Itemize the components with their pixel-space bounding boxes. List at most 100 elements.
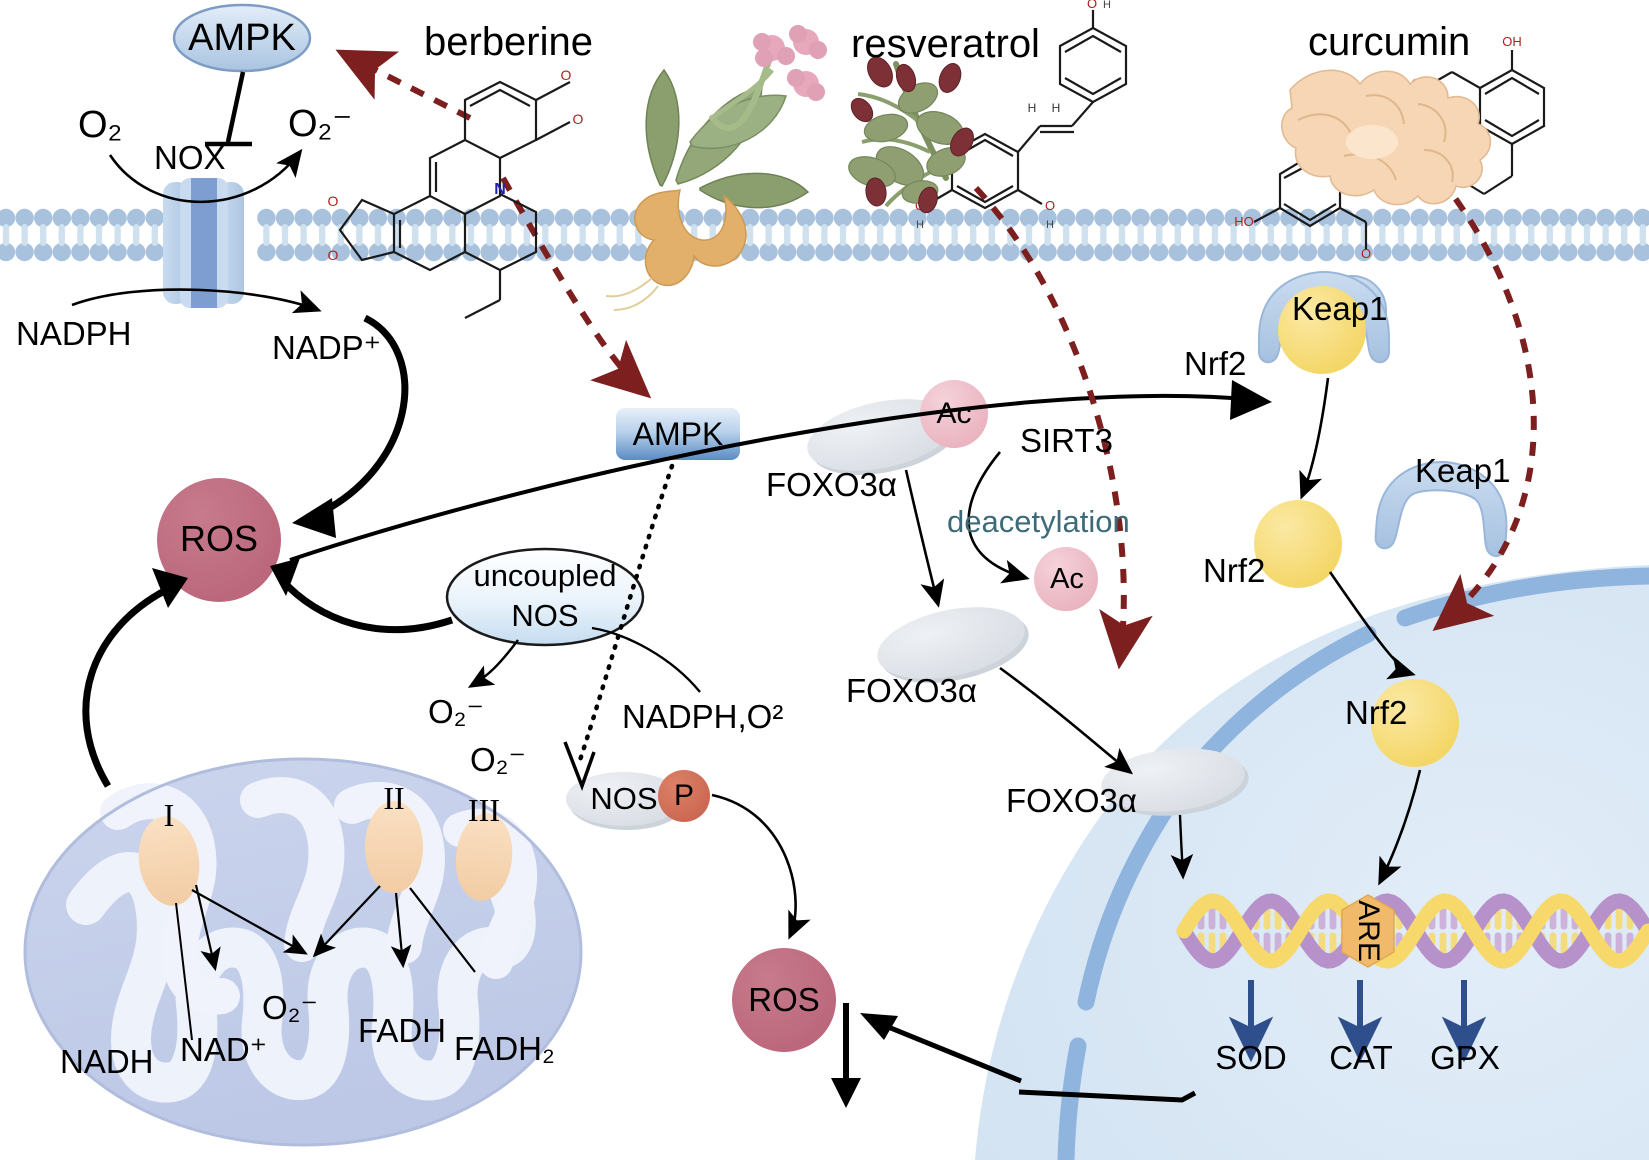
arrow-antioxidants-reduce-ros	[860, 1013, 1197, 1103]
svg-text:O: O	[1361, 246, 1371, 261]
arrow-ampk-phosphorylates-nos	[563, 463, 675, 792]
svg-text:O: O	[328, 247, 339, 263]
node-nadp-plus: NADP⁺	[272, 329, 382, 366]
arrow-nadph-to-nadp	[71, 288, 322, 314]
nrf2-free-shape	[1254, 500, 1342, 588]
svg-text:N: N	[494, 181, 506, 198]
svg-text:O: O	[1087, 0, 1097, 11]
arrow-curcumin-to-nucleus	[1432, 176, 1537, 632]
arrow-nrf2-dissociates	[1299, 377, 1330, 500]
node-superoxide-mito: O₂⁻	[262, 989, 318, 1026]
node-ros-reduced: ROS	[748, 981, 820, 1018]
complex-ii-shape	[365, 801, 423, 893]
node-nrf2-nuclear: Nrf2	[1345, 694, 1408, 731]
node-foxo3a-acetylated: FOXO3α	[766, 466, 897, 503]
node-uncoupled-nos-label: NOS	[511, 598, 579, 633]
node-phospho: P	[673, 779, 694, 812]
node-fadh2: FADH₂	[454, 1030, 555, 1067]
ac-bound-shape	[920, 380, 988, 448]
arrow-uncoupled-nos-to-ros	[270, 558, 454, 634]
are-element	[1341, 894, 1395, 968]
arrow-berberine-activates-ampk-mid	[500, 176, 652, 399]
berberine-atom-labels: O O O O N	[328, 67, 584, 263]
arrow-ros-to-keap1-nrf2	[289, 380, 1272, 562]
svg-text:H: H	[1052, 101, 1061, 115]
svg-text:H: H	[916, 219, 924, 231]
node-nadph: NADPH	[16, 315, 132, 352]
node-nos: NOS	[590, 781, 658, 816]
ampk-mid-shape	[616, 408, 740, 460]
resveratrol-plant-illustration	[848, 56, 974, 214]
node-superoxide-mito-out: O₂⁻	[470, 741, 526, 778]
node-complex-iii: III	[468, 791, 500, 828]
arrow-mitochondria-to-ros	[82, 568, 188, 788]
ampk-top-shape	[172, 3, 312, 73]
svg-text:H: H	[1046, 219, 1054, 231]
compound-label-curcumin: curcumin	[1308, 20, 1471, 64]
node-fadh: FADH	[358, 1012, 447, 1049]
svg-text:H: H	[1103, 0, 1111, 11]
arrow-nrf2-binds-are	[1378, 769, 1422, 886]
compound-label-resveratrol: resveratrol	[851, 22, 1040, 66]
arrow-resveratrol-to-foxo3a	[973, 185, 1153, 670]
arrow-nos-to-superoxide	[467, 639, 519, 688]
arrow-sirt3-deacetylation	[967, 451, 1030, 584]
node-nrf2-bound: Nrf2	[1184, 345, 1247, 382]
ros-cytosolic-shape	[157, 478, 281, 602]
node-complex-ii: II	[383, 779, 405, 816]
complex-iii-shape	[455, 813, 513, 901]
nrf2-nuclear-shape	[1371, 679, 1459, 767]
arrow-nosp-to-ros	[711, 793, 811, 940]
node-ampk-top: AMPK	[188, 16, 296, 59]
svg-text:OH: OH	[1502, 34, 1522, 49]
node-keap1-bound: Keap1	[1292, 290, 1388, 327]
node-nadh: NADH	[60, 1043, 154, 1080]
arrow-foxo-to-dna	[1170, 814, 1194, 880]
keap1-free-shape	[1374, 460, 1508, 558]
plasma-membrane	[0, 208, 1649, 262]
node-gpx: GPX	[1430, 1039, 1500, 1076]
arrow-gene-expression	[1228, 980, 1487, 1063]
node-keap1-free: Keap1	[1415, 452, 1511, 489]
svg-text:HO: HO	[1234, 214, 1254, 229]
svg-text:O: O	[561, 67, 572, 83]
svg-text:O: O	[328, 193, 339, 209]
node-complex-i: I	[163, 796, 175, 833]
node-are: ARE	[1352, 900, 1385, 962]
arrow-ampk-inhibits-nox	[205, 71, 252, 147]
complex-i-shape	[138, 816, 200, 906]
berberine-structure	[338, 80, 571, 319]
curcumin-turmeric-illustration	[1281, 69, 1492, 206]
arrow-berberine-activates-ampk-top	[335, 49, 472, 121]
nos-phospho-shape	[566, 770, 710, 830]
arrow-nox-to-ros	[308, 314, 409, 522]
ros-reduced-shape	[732, 948, 836, 1052]
uncoupled-nos-shape	[445, 547, 645, 647]
foxo3a-deacetylated-shape	[877, 607, 1029, 683]
berberine-plant-illustration	[605, 25, 827, 311]
node-ac-bound: Ac	[936, 397, 972, 430]
svg-text:O: O	[1045, 198, 1055, 213]
node-deacetylation: deacetylation	[947, 504, 1130, 539]
node-ampk-mid: AMPK	[632, 415, 724, 452]
arrow-nadph-into-nos	[591, 626, 701, 693]
resveratrol-structure	[927, 10, 1128, 210]
node-foxo3a-deacetylated: FOXO3α	[846, 672, 977, 709]
node-nox: NOX	[154, 139, 226, 176]
node-o2: O₂	[78, 104, 123, 146]
node-sod: SOD	[1215, 1039, 1287, 1076]
node-foxo3a-nuclear: FOXO3α	[1006, 782, 1137, 819]
compound-label-berberine: berberine	[424, 20, 594, 64]
foxo3a-nuclear-shape	[1101, 748, 1249, 816]
node-cat: CAT	[1329, 1039, 1393, 1076]
node-superoxide-top: O₂⁻	[288, 103, 353, 145]
compound-action-arrows	[335, 49, 1537, 670]
arrow-o2-to-superoxide	[108, 148, 303, 204]
nox-channel	[163, 178, 244, 308]
node-nrf2-free: Nrf2	[1203, 552, 1266, 589]
node-sirt3: SIRT3	[1020, 422, 1113, 459]
ac-free-shape	[1034, 547, 1098, 611]
node-nadph-o2: NADPH,O²	[622, 698, 784, 735]
